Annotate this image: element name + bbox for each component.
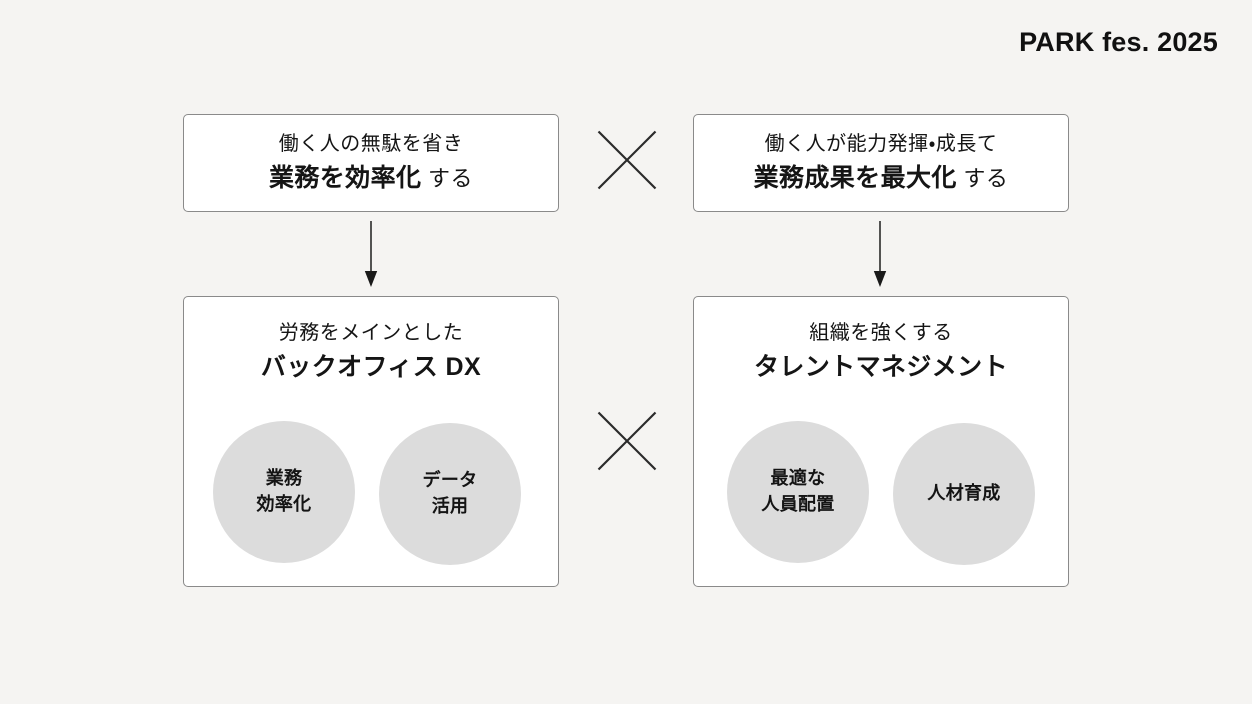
cross-icon xyxy=(597,130,657,190)
top-left-box-content: 働く人の無駄を省き 業務を効率化 する xyxy=(184,115,558,211)
circle-label: 最適な 人員配置 xyxy=(761,468,835,514)
top-right-mainline-emphasis: 業務成果を最大化 xyxy=(753,164,957,193)
top-right-mainline: 業務成果を最大化 する xyxy=(754,160,1009,198)
circle-label: 人材育成 xyxy=(927,483,1001,504)
circle-bubble: 人材育成 xyxy=(893,423,1035,565)
top-right-statement-box: 働く人が能力発揮・成長て 業務成果を最大化 する xyxy=(693,114,1069,212)
top-left-mainline-emphasis: 業務を効率化 xyxy=(268,164,422,193)
down-arrow-icon xyxy=(873,221,887,287)
top-left-mainline-tail: する xyxy=(421,166,474,192)
top-right-box-content: 働く人が能力発揮・成長て 業務成果を最大化 する xyxy=(694,115,1068,211)
bottom-left-mainline: バックオフィス DX xyxy=(260,353,482,381)
cross-icon xyxy=(597,411,657,471)
bottom-right-subline: 組織を強くする xyxy=(809,322,953,344)
circle-bubble: データ 活用 xyxy=(379,423,521,565)
bottom-right-circle-group: 最適な 人員配置 人材育成 xyxy=(694,421,1068,571)
bottom-right-box-content: 組織を強くする タレントマネジメント xyxy=(694,297,1068,586)
top-left-mainline: 業務を効率化 する xyxy=(269,160,473,198)
top-right-mainline-tail: する xyxy=(956,166,1009,192)
circle-label: 業務 効率化 xyxy=(256,468,312,514)
bottom-left-category-box: 労務をメインとした バックオフィス DX 業務 効率化 データ 活用 xyxy=(183,296,559,587)
circle-bubble: 業務 効率化 xyxy=(213,421,355,563)
bottom-right-category-box: 組織を強くする タレントマネジメント 最適な 人員配置 人材育成 xyxy=(693,296,1069,587)
bottom-left-box-content: 労務をメインとした バックオフィス DX xyxy=(184,297,558,586)
event-title: PARK fes. 2025 xyxy=(1019,27,1218,57)
bottom-right-mainline: タレントマネジメント xyxy=(753,353,1008,381)
top-left-subline: 働く人の無駄を省き xyxy=(278,133,464,156)
circle-bubble: 最適な 人員配置 xyxy=(727,421,869,563)
bottom-left-circle-group: 業務 効率化 データ 活用 xyxy=(184,421,558,571)
down-arrow-icon xyxy=(364,221,378,287)
top-left-statement-box: 働く人の無駄を省き 業務を効率化 する xyxy=(183,114,559,212)
circle-label: データ 活用 xyxy=(422,470,478,516)
bottom-left-subline: 労務をメインとした xyxy=(278,322,464,344)
top-right-subline: 働く人が能力発揮・成長て xyxy=(764,133,998,156)
